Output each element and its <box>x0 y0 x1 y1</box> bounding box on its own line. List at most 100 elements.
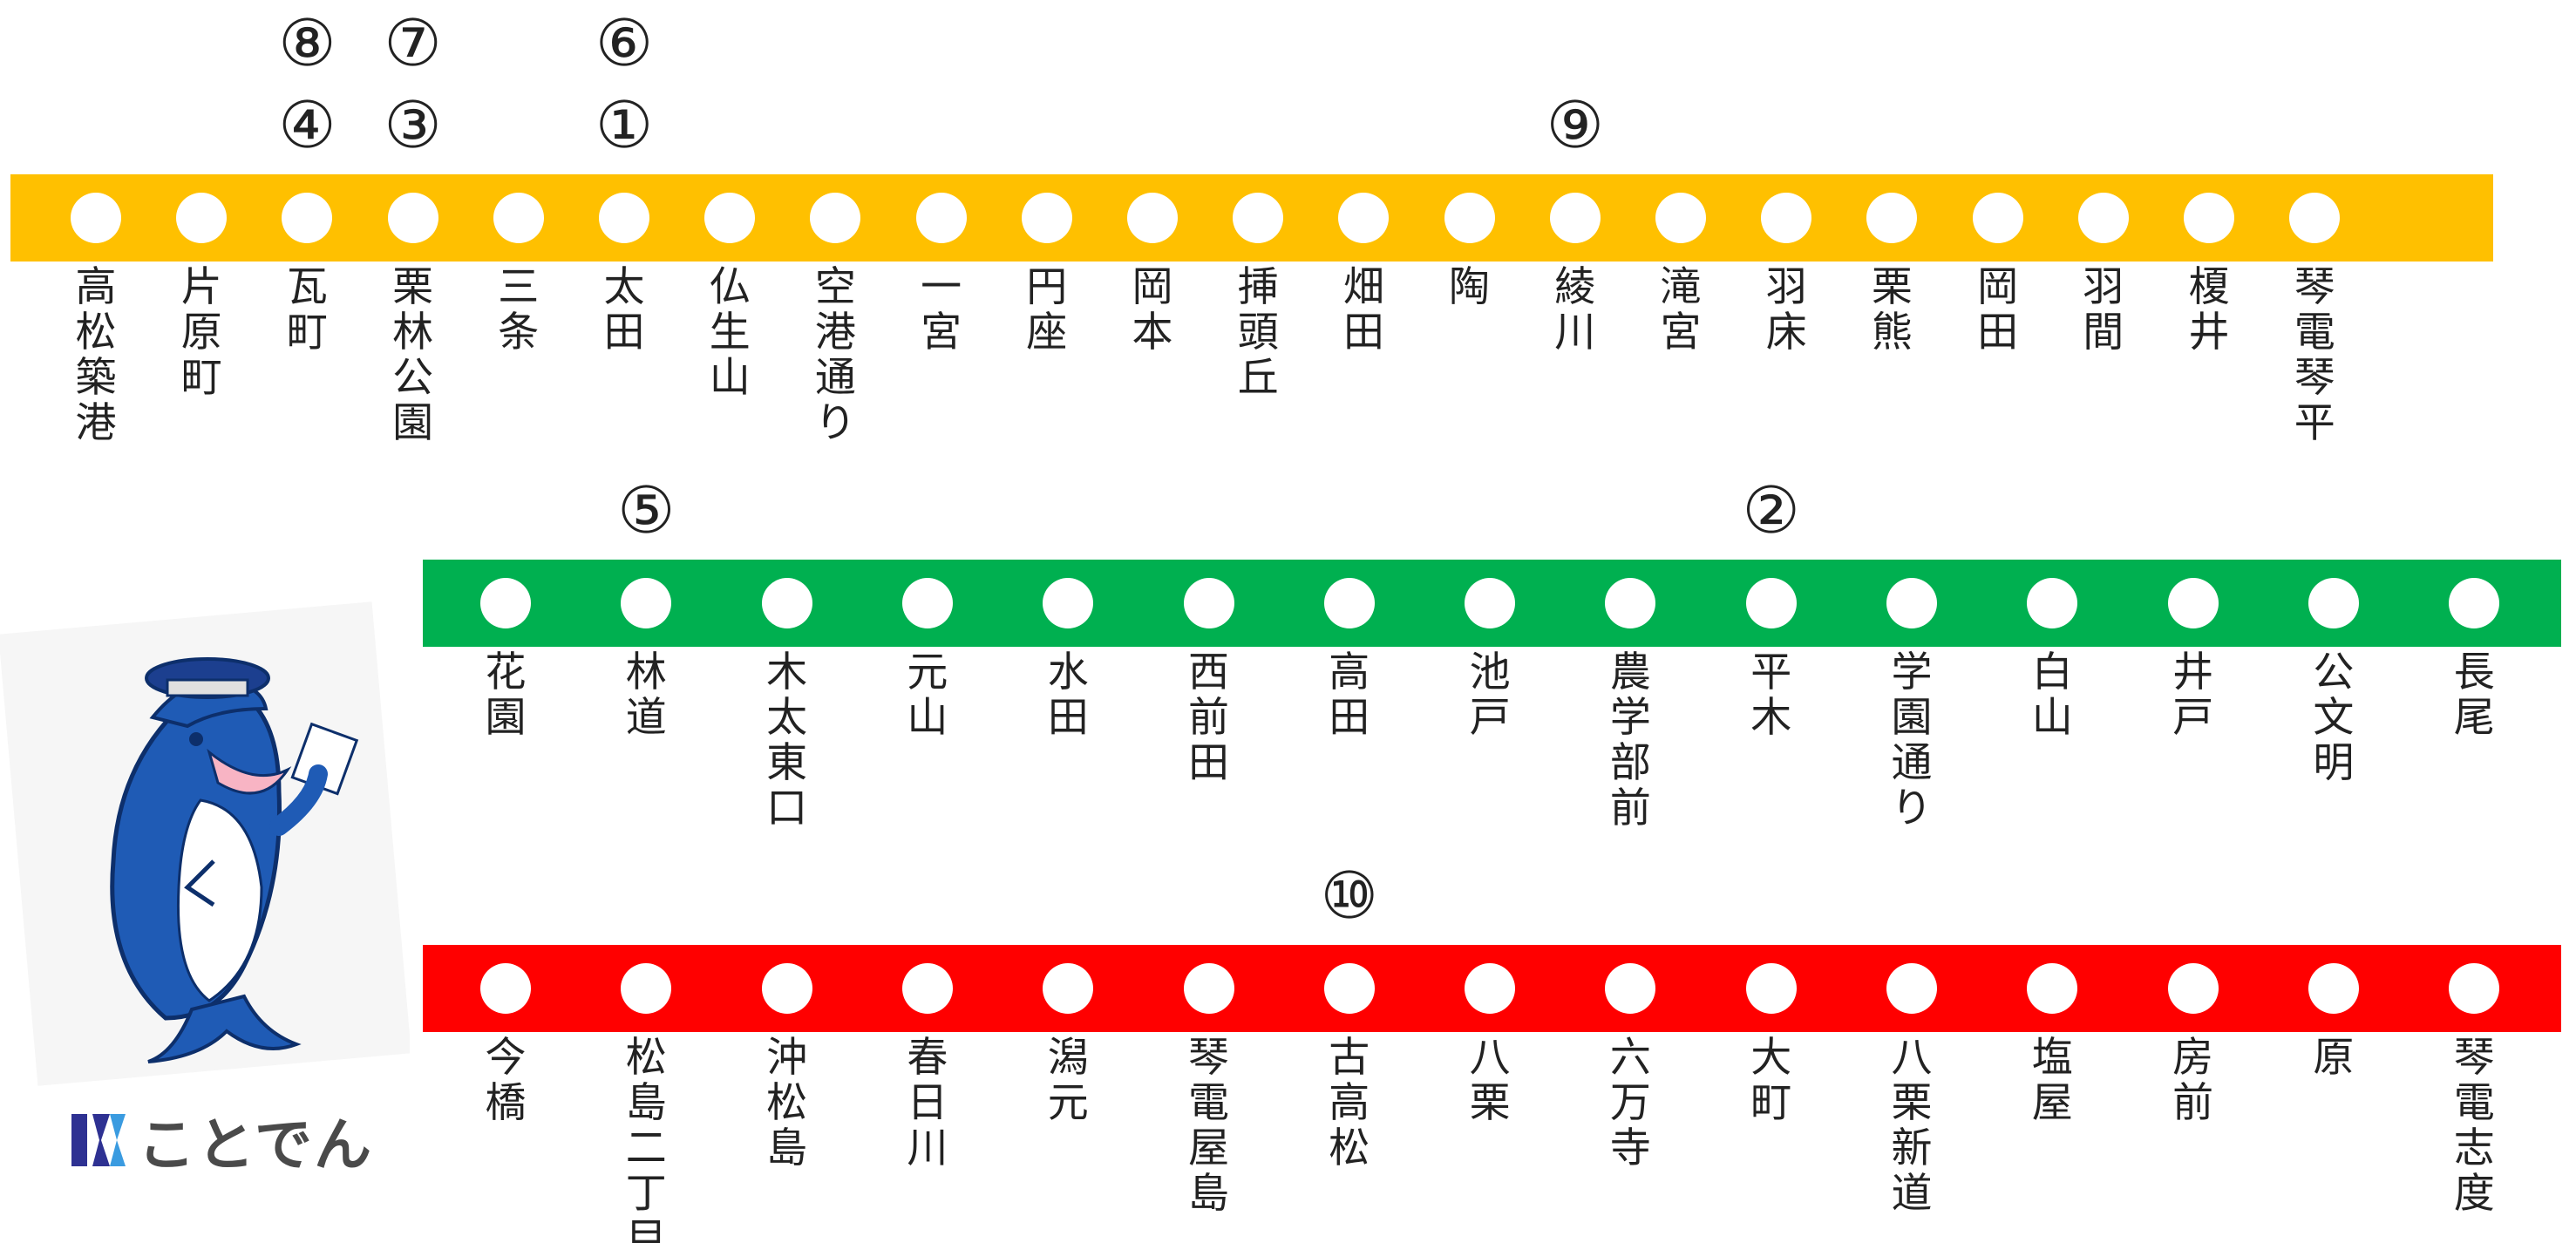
logo: ことでん <box>71 1098 373 1182</box>
station-dot[interactable] <box>1761 193 1812 243</box>
station-label: 琴電屋島 <box>1188 1034 1229 1218</box>
station-label: 元山 <box>907 649 948 742</box>
station-dot[interactable] <box>1021 193 1072 243</box>
station-label: 一宮 <box>921 263 962 357</box>
station-label: 白山 <box>2031 649 2073 742</box>
station-dot[interactable] <box>2077 193 2129 243</box>
station-label: 塩屋 <box>2031 1034 2073 1127</box>
station-dot[interactable] <box>621 578 672 628</box>
station-dot[interactable] <box>1465 963 1516 1014</box>
kotoden-logo-icon <box>71 1114 126 1166</box>
station-dot[interactable] <box>480 578 531 628</box>
station-dot[interactable] <box>915 193 967 243</box>
station-dot[interactable] <box>2027 963 2078 1014</box>
station-dot[interactable] <box>621 963 672 1014</box>
station-label: 学園通り <box>1891 649 1933 832</box>
station-label: 長尾 <box>2453 649 2495 742</box>
route-number-marker: ⑩ <box>1320 859 1378 934</box>
station-dot[interactable] <box>1549 193 1601 243</box>
station-dot[interactable] <box>1886 578 1937 628</box>
station-label: 綾川 <box>1554 263 1596 357</box>
station-label: 花園 <box>485 649 527 742</box>
station-dot[interactable] <box>1183 963 1234 1014</box>
station-dot[interactable] <box>1605 963 1656 1014</box>
station-dot[interactable] <box>1323 963 1375 1014</box>
station-dot[interactable] <box>761 963 812 1014</box>
station-label: 八栗新道 <box>1891 1034 1933 1218</box>
station-label: 潟元 <box>1047 1034 1089 1127</box>
station-label: 栗林公園 <box>392 263 434 447</box>
station-dot[interactable] <box>2184 193 2234 243</box>
logo-text: ことでん <box>138 1111 374 1178</box>
station-label: 木太東口 <box>766 649 808 832</box>
station-dot[interactable] <box>1043 963 1094 1014</box>
station-label: 滝宮 <box>1660 263 1702 357</box>
station-dot[interactable] <box>1745 578 1797 628</box>
route-number-marker: ⑤ <box>617 473 676 548</box>
route-number-marker: ⑦ <box>384 6 442 81</box>
station-label: 古高松 <box>1329 1034 1370 1172</box>
station-label: 平木 <box>1750 649 1792 742</box>
station-label: 岡本 <box>1132 263 1173 357</box>
station-dot[interactable] <box>1886 963 1937 1014</box>
station-dot[interactable] <box>2308 578 2359 628</box>
station-label: 羽間 <box>2083 263 2124 357</box>
station-dot[interactable] <box>493 193 544 243</box>
station-dot[interactable] <box>1338 193 1390 243</box>
station-dot[interactable] <box>2167 963 2219 1014</box>
station-dot[interactable] <box>71 193 121 243</box>
station-dot[interactable] <box>480 963 531 1014</box>
station-dot[interactable] <box>1866 193 1918 243</box>
station-label: 瓦町 <box>286 263 328 357</box>
station-dot[interactable] <box>1465 578 1516 628</box>
station-dot[interactable] <box>282 193 333 243</box>
station-label: 八栗 <box>1469 1034 1511 1127</box>
station-dot[interactable] <box>1605 578 1656 628</box>
station-label: 栗熊 <box>1871 263 1913 357</box>
station-label: 挿頭丘 <box>1237 263 1279 402</box>
station-dot[interactable] <box>599 193 649 243</box>
station-label: 六万寺 <box>1609 1034 1651 1172</box>
route-number-marker: ② <box>1742 473 1800 548</box>
station-dot[interactable] <box>704 193 756 243</box>
station-dot[interactable] <box>1043 578 1094 628</box>
station-label: 林道 <box>625 649 667 742</box>
station-dot[interactable] <box>901 963 953 1014</box>
station-dot[interactable] <box>1233 193 1284 243</box>
station-dot[interactable] <box>2289 193 2341 243</box>
station-dot[interactable] <box>1323 578 1375 628</box>
station-dot[interactable] <box>2449 578 2500 628</box>
station-label: 琴電志度 <box>2453 1034 2495 1218</box>
station-dot[interactable] <box>2449 963 2500 1014</box>
station-label: 榎井 <box>2188 263 2230 357</box>
station-label: 空港通り <box>814 263 856 447</box>
station-dot[interactable] <box>1183 578 1234 628</box>
station-label: 沖松島 <box>766 1034 808 1172</box>
station-label: 琴電琴平 <box>2294 263 2335 447</box>
station-dot[interactable] <box>1972 193 2023 243</box>
station-dot[interactable] <box>2308 963 2359 1014</box>
station-dot[interactable] <box>176 193 228 243</box>
station-dot[interactable] <box>2167 578 2219 628</box>
station-dot[interactable] <box>761 578 812 628</box>
station-label: 水田 <box>1047 649 1089 742</box>
station-label: 片原町 <box>180 263 222 402</box>
station-label: 高松築港 <box>75 263 117 447</box>
station-label: 春日川 <box>907 1034 948 1172</box>
station-label: 池戸 <box>1469 649 1511 742</box>
station-label: 陶 <box>1449 263 1491 311</box>
station-label: 大町 <box>1750 1034 1792 1127</box>
station-dot[interactable] <box>901 578 953 628</box>
station-dot[interactable] <box>1444 193 1495 243</box>
station-dot[interactable] <box>810 193 861 243</box>
station-dot[interactable] <box>1655 193 1706 243</box>
station-label: 房前 <box>2172 1034 2214 1127</box>
station-dot[interactable] <box>2027 578 2078 628</box>
station-dot[interactable] <box>387 193 438 243</box>
station-label: 西前田 <box>1188 649 1229 787</box>
station-label: 高田 <box>1329 649 1370 742</box>
station-dot[interactable] <box>1745 963 1797 1014</box>
station-label: 岡田 <box>1977 263 2019 357</box>
station-dot[interactable] <box>1127 193 1178 243</box>
